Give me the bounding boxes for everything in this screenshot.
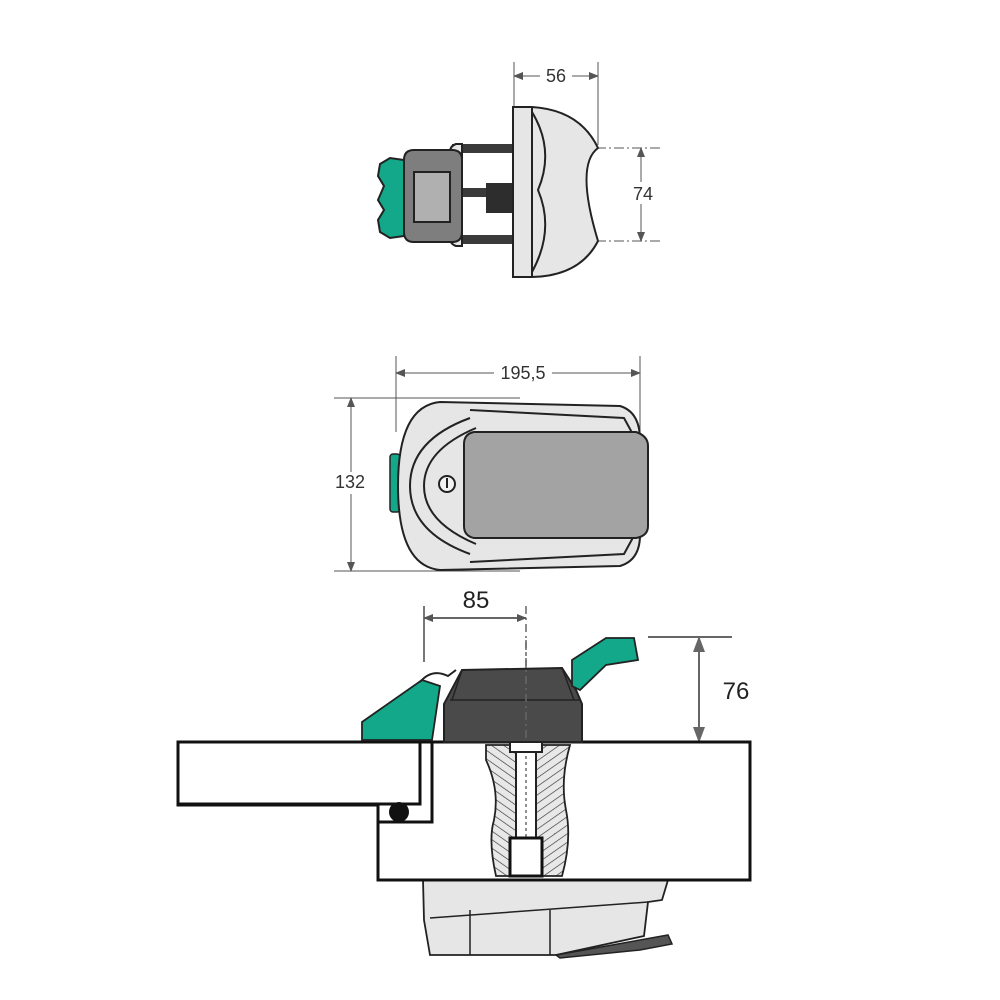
top-view: 56 74: [376, 62, 660, 278]
dimension-width-top: 56: [513, 62, 599, 145]
middle-view: 195,5 132: [330, 356, 649, 572]
lower-housing: [422, 879, 670, 956]
seal: [389, 802, 409, 822]
mounting-plate-top: [512, 106, 600, 278]
dimension-label-74: 74: [633, 184, 653, 204]
dimension-label-76: 76: [723, 678, 750, 705]
bolts: [452, 144, 516, 244]
dimension-label-85: 85: [463, 587, 490, 614]
lock-head: [443, 666, 583, 743]
nut: [508, 836, 544, 878]
left-panel: [176, 740, 422, 806]
dimension-label-195-5: 195,5: [500, 363, 545, 383]
handle-plate: [463, 431, 649, 539]
dimension-label-56: 56: [546, 66, 566, 86]
dimension-height-bottom: 76: [648, 636, 750, 743]
dimension-label-132: 132: [335, 472, 365, 492]
dimension-height-mid: 132: [330, 397, 520, 572]
bottom-view: 85 76: [176, 587, 752, 959]
dimension-height-top: 74: [560, 147, 660, 242]
dimension-width-mid: 195,5: [395, 356, 641, 432]
green-handle-top: [376, 156, 405, 240]
green-latch: [361, 679, 442, 741]
green-top-handle: [571, 637, 640, 692]
